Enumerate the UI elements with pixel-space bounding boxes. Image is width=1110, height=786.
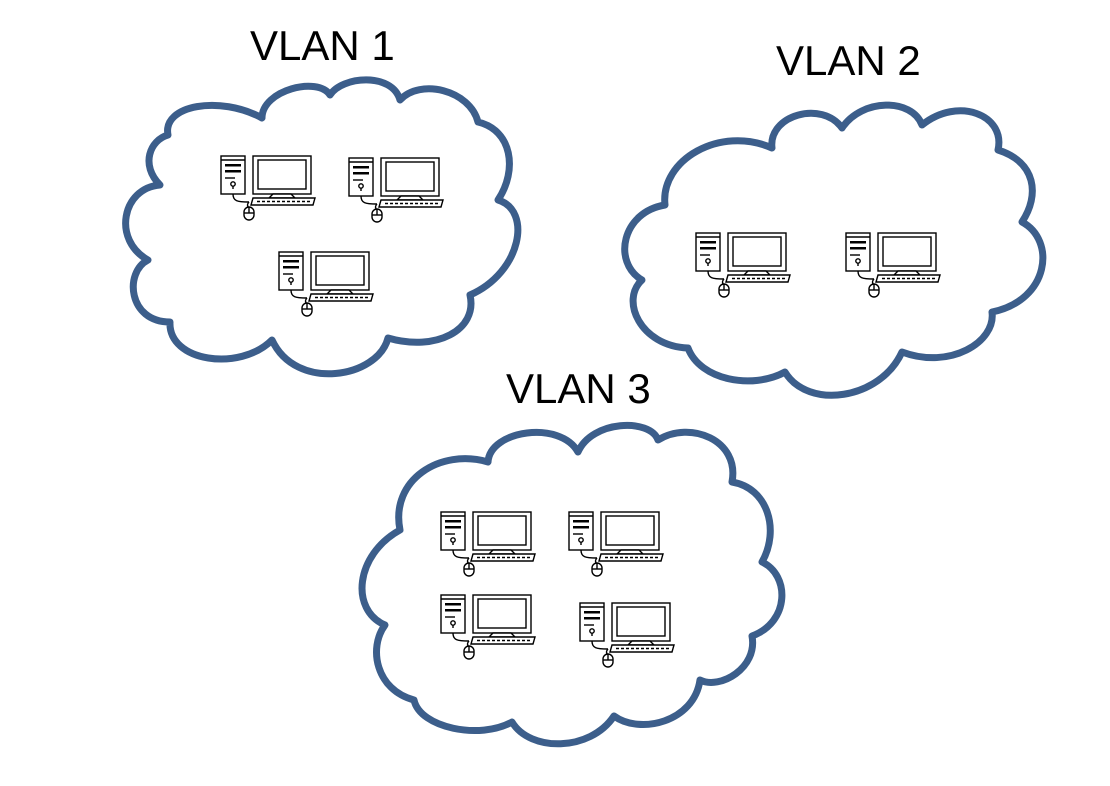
vlan3-computer-1-icon <box>440 511 536 577</box>
vlan1-computer-2-icon <box>348 157 444 223</box>
vlan1-computer-1-icon <box>220 155 316 221</box>
vlan3-computer-3-icon <box>440 594 536 660</box>
vlan3-label: VLAN 3 <box>506 365 651 412</box>
vlan3-cloud-icon <box>358 421 786 748</box>
vlan3-computer-2-icon <box>568 511 664 577</box>
vlan1-computer-3-icon <box>278 251 374 317</box>
vlan3-group: VLAN 3 <box>358 365 786 748</box>
vlan1-label: VLAN 1 <box>250 22 395 69</box>
vlan1-cloud-icon <box>122 76 522 378</box>
vlan2-group: VLAN 2 <box>621 37 1047 399</box>
vlan2-label: VLAN 2 <box>776 37 921 84</box>
vlan1-group: VLAN 1 <box>122 22 522 378</box>
vlan2-computer-2-icon <box>845 232 941 298</box>
vlan2-cloud-icon <box>621 101 1047 399</box>
vlan2-computer-1-icon <box>695 232 791 298</box>
vlan3-computer-4-icon <box>579 602 675 668</box>
